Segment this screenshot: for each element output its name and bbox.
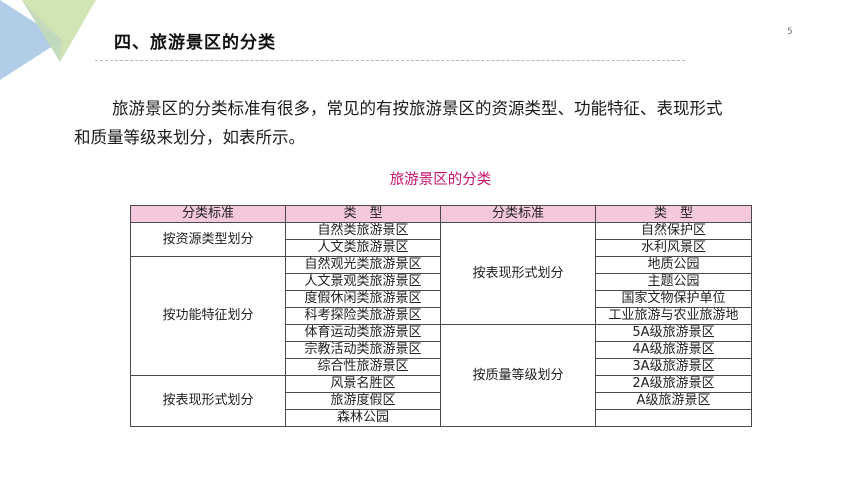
heading-divider [95,60,685,61]
type-cell: 宗教活动类旅游景区 [285,341,441,359]
table-row: 宗教活动类旅游景区 4A级旅游景区 [131,341,752,359]
intro-line-2: 和质量等级来划分，如表所示。 [74,128,305,147]
type-cell: 主题公园 [595,273,752,291]
table-header-row: 分类标准 类 型 分类标准 类 型 [130,205,752,223]
type-cell: 综合性旅游景区 [285,358,441,376]
table-row: 科考探险类旅游景区 工业旅游与农业旅游地 [131,307,752,325]
type-cell: 科考探险类旅游景区 [285,307,441,325]
type-cell: 自然保护区 [595,222,752,240]
intro-line-1: 旅游景区的分类标准有很多，常见的有按旅游景区的资源类型、功能特征、表现形式 [112,99,723,118]
type-cell: 工业旅游与农业旅游地 [595,307,752,325]
table-row: 按功能特征划分 自然观光类旅游景区 地质公园 [130,256,752,376]
type-cell: 自然观光类旅游景区 [285,256,441,274]
page-number: 5 [787,27,793,37]
table-row: 综合性旅游景区 3A级旅游景区 [131,358,752,376]
intro-paragraph: 旅游景区的分类标准有很多，常见的有按旅游景区的资源类型、功能特征、表现形式 和质… [74,94,794,152]
type-cell: 森林公园 [285,409,441,427]
type-cell: 4A级旅游景区 [595,341,752,359]
table-row: 人文景观类旅游景区 主题公园 [131,273,752,291]
criterion-cell: 按质量等级划分 [440,324,596,427]
type-cell: 2A级旅游景区 [595,375,752,393]
type-cell: 水利风景区 [595,239,752,257]
table-row: 森林公园 [131,409,752,427]
header-type-right: 类 型 [595,205,752,223]
type-cell: 人文类旅游景区 [285,239,441,257]
classification-table: 分类标准 类 型 分类标准 类 型 按资源类型划分 自然类旅游景区 按表现形式划… [130,205,752,427]
table-caption: 旅游景区的分类 [389,172,492,188]
table-row: 体育运动类旅游景区 按质量等级划分 5A级旅游景区 [131,324,752,427]
header-type-left: 类 型 [285,205,441,223]
type-cell: 地质公园 [595,256,752,274]
type-cell: 3A级旅游景区 [595,358,752,376]
table-row: 按表现形式划分 风景名胜区 2A级旅游景区 [130,375,752,427]
table-row: 旅游度假区 A级旅游景区 [131,392,752,410]
type-cell: 国家文物保护单位 [595,290,752,308]
type-cell: A级旅游景区 [595,392,752,410]
header-criterion-right: 分类标准 [440,205,596,223]
criterion-cell: 按表现形式划分 [130,375,286,427]
table-row: 按资源类型划分 自然类旅游景区 按表现形式划分 自然保护区 [130,222,752,325]
header-criterion-left: 分类标准 [130,205,286,223]
type-cell: 体育运动类旅游景区 [285,324,441,342]
table-row: 人文类旅游景区 水利风景区 [131,239,752,257]
empty-cell [595,409,752,427]
type-cell: 自然类旅游景区 [285,222,441,240]
criterion-cell: 按资源类型划分 [130,222,286,257]
type-cell: 风景名胜区 [285,375,441,393]
section-heading: 四、旅游景区的分类 [114,33,276,53]
criterion-cell: 按表现形式划分 [440,222,596,325]
type-cell: 度假休闲类旅游景区 [285,290,441,308]
type-cell: 人文景观类旅游景区 [285,273,441,291]
type-cell: 5A级旅游景区 [595,324,752,342]
corner-triangles-decoration [0,0,96,80]
criterion-cell: 按功能特征划分 [130,256,286,376]
type-cell: 旅游度假区 [285,392,441,410]
